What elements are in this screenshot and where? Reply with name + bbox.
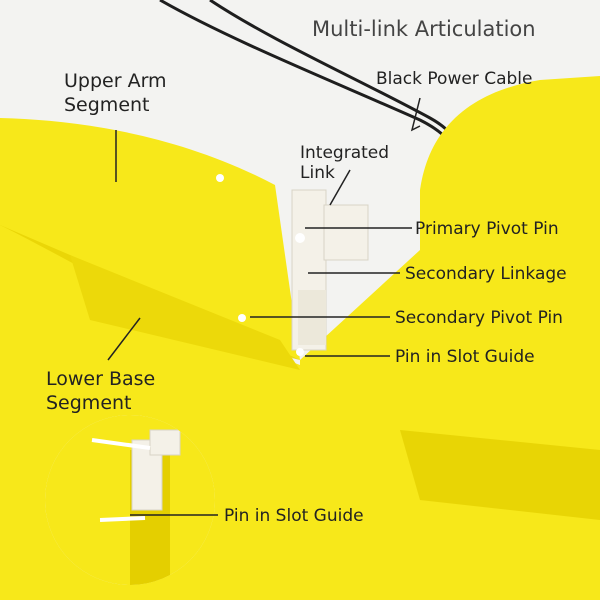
label-pin-in-slot-guide: Pin in Slot Guide: [395, 347, 535, 367]
label-upper-arm-line2: Segment: [64, 94, 150, 116]
upper-arm-segment: [0, 118, 300, 360]
pin-marker-upper: [216, 174, 224, 182]
label-inset-pin-in-slot-guide: Pin in Slot Guide: [224, 506, 364, 526]
label-integrated-link-line2: Link: [300, 163, 335, 183]
leader-integrated-link: [329, 169, 351, 206]
primary-pivot-plate: [323, 204, 369, 261]
label-lower-base-line1: Lower Base: [46, 368, 156, 390]
label-lower-base-line2: Segment: [46, 392, 132, 414]
diagram-title: Multi-link Articulation: [312, 17, 536, 41]
leader-lower-base: [107, 317, 141, 361]
pin-marker-secondary: [238, 314, 246, 322]
pin-marker-slot: [296, 348, 304, 356]
pin-markers: [216, 174, 305, 356]
leader-black-power-cable: [410, 97, 421, 132]
lower-base-fold: [70, 255, 300, 370]
inset-detail: [45, 415, 215, 585]
label-secondary-linkage: Secondary Linkage: [405, 264, 567, 284]
label-secondary-pivot-pin: Secondary Pivot Pin: [395, 308, 563, 328]
label-black-power-cable: Black Power Cable: [376, 69, 533, 89]
right-lower-body: [300, 250, 600, 600]
label-upper-arm-line1: Upper Arm: [64, 70, 167, 92]
label-primary-pivot-pin: Primary Pivot Pin: [415, 219, 559, 239]
pin-marker-primary: [295, 233, 305, 243]
label-integrated-link-line1: Integrated: [300, 143, 390, 163]
leader-lines: [107, 97, 421, 516]
right-lower-shadow: [400, 430, 600, 520]
